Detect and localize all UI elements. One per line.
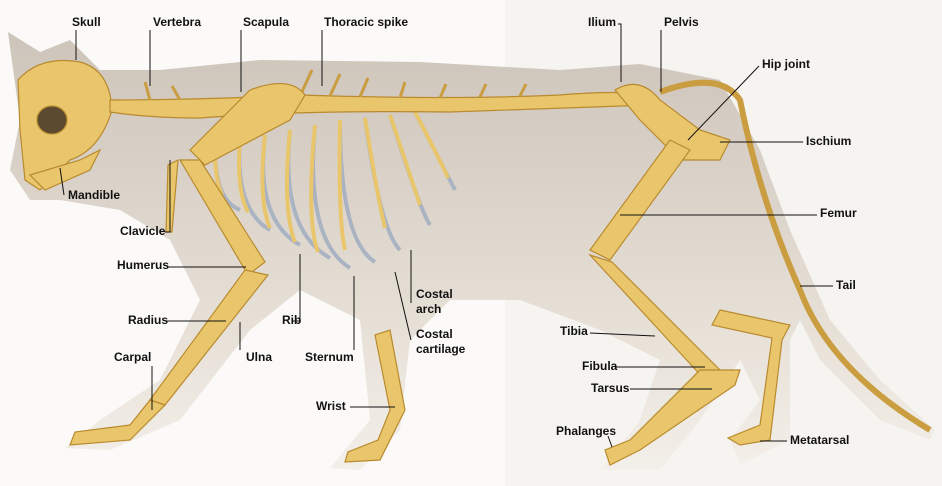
label-ilium: Ilium xyxy=(588,15,617,29)
label-radius: Radius xyxy=(128,313,169,327)
label-costal-cartilage-line2: cartilage xyxy=(416,342,466,356)
skeleton-bones xyxy=(17,59,932,466)
label-mandible: Mandible xyxy=(68,188,121,202)
humerus xyxy=(178,159,266,276)
clavicle xyxy=(165,158,179,233)
label-femur: Femur xyxy=(820,206,857,220)
label-pelvis: Pelvis xyxy=(664,15,699,29)
label-tail: Tail xyxy=(836,278,856,292)
label-wrist: Wrist xyxy=(316,399,346,413)
label-vertebra: Vertebra xyxy=(153,15,202,29)
label-phalanges: Phalanges xyxy=(556,424,617,438)
label-metatarsal: Metatarsal xyxy=(790,433,850,447)
label-thoracic-spike: Thoracic spike xyxy=(324,15,409,29)
tail-bones xyxy=(658,79,932,433)
femur xyxy=(589,139,691,261)
mandible xyxy=(28,148,102,191)
far-hind-leg xyxy=(711,309,791,446)
label-humerus: Humerus xyxy=(117,258,170,272)
front-leg-far xyxy=(344,329,406,463)
label-scapula: Scapula xyxy=(243,15,290,29)
label-clavicle: Clavicle xyxy=(120,224,166,238)
leader-lines xyxy=(59,23,833,448)
label-ulna: Ulna xyxy=(246,350,273,364)
scapula xyxy=(189,83,306,166)
label-sternum: Sternum xyxy=(305,350,354,364)
label-tibia: Tibia xyxy=(560,324,588,338)
label-tarsus: Tarsus xyxy=(591,381,630,395)
label-costal-arch-line2: arch xyxy=(416,302,442,316)
label-costal-cartilage-line1: Costal xyxy=(416,327,453,341)
label-ischium: Ischium xyxy=(806,134,852,148)
tarsus-metatarsal xyxy=(604,369,741,466)
label-costal-arch-line1: Costal xyxy=(416,287,453,301)
label-skull: Skull xyxy=(72,15,101,29)
pelvis xyxy=(614,83,731,161)
label-rib: Rib xyxy=(282,313,302,327)
front-paw xyxy=(69,399,167,446)
label-hip-joint: Hip joint xyxy=(762,57,810,71)
label-carpal: Carpal xyxy=(114,350,152,364)
label-fibula: Fibula xyxy=(582,359,618,373)
